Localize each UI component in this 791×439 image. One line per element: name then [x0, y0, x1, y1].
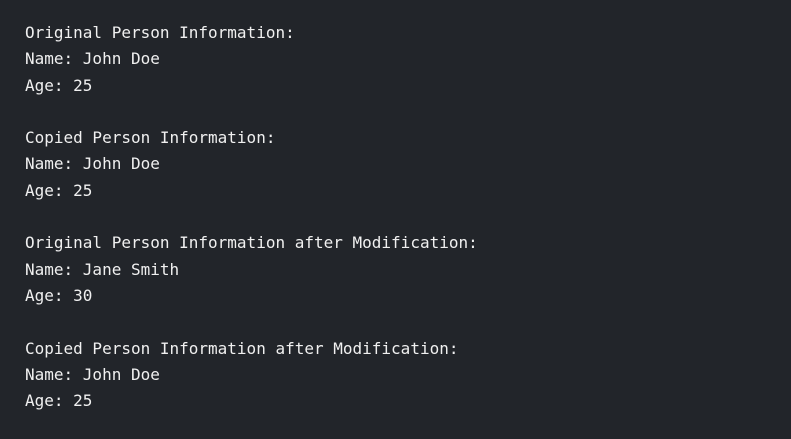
output-block-original-modified: Original Person Information after Modifi… [25, 230, 791, 309]
name-line: Name: John Doe [25, 49, 160, 69]
name-line: Name: John Doe [25, 364, 160, 384]
output-block-copied: Copied Person Information: Name: John Do… [25, 125, 791, 204]
output-block-copied-modified: Copied Person Information after Modifica… [25, 336, 791, 415]
age-line: Age: 30 [25, 285, 93, 305]
output-block-original: Original Person Information: Name: John … [25, 20, 791, 99]
block-heading: Original Person Information after Modifi… [25, 233, 478, 253]
age-line: Age: 25 [25, 75, 93, 95]
block-heading: Copied Person Information: [25, 128, 276, 148]
name-line: Name: John Doe [25, 154, 160, 174]
block-heading: Copied Person Information after Modifica… [25, 338, 459, 358]
age-line: Age: 25 [25, 391, 93, 411]
age-line: Age: 25 [25, 180, 93, 200]
block-heading: Original Person Information: [25, 23, 295, 42]
name-line: Name: Jane Smith [25, 259, 180, 279]
